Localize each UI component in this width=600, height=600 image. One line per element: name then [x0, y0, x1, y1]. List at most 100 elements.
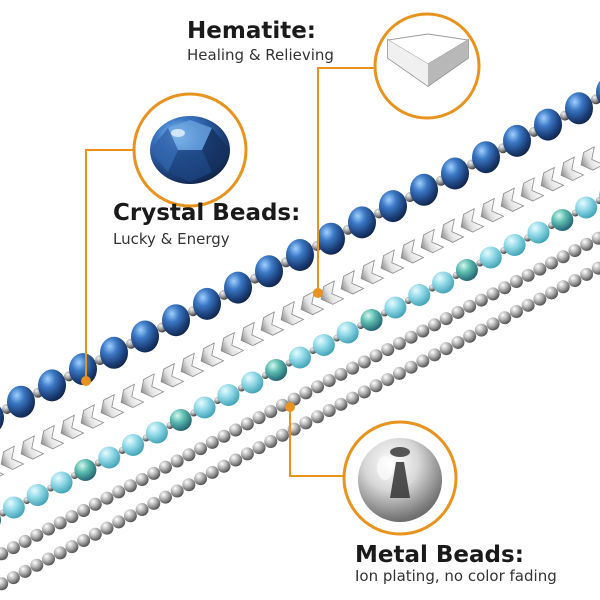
metal-bead — [416, 354, 430, 368]
metal-bead — [0, 547, 9, 561]
metal-bead — [112, 485, 126, 499]
metal-bead — [88, 497, 102, 511]
metal-bead — [65, 540, 79, 554]
aqua-bead — [312, 334, 335, 356]
metal-bead — [439, 312, 453, 326]
hematite-bead — [480, 197, 505, 223]
aqua-bead — [241, 371, 264, 394]
metal-bead — [369, 349, 383, 363]
metal-bead — [6, 571, 20, 585]
crystal-bead — [317, 222, 345, 255]
hematite-bead — [80, 404, 105, 429]
metal-bead — [18, 564, 32, 578]
crystal-bead — [534, 108, 562, 141]
metal-bead — [474, 323, 488, 337]
metal-bead — [322, 404, 336, 418]
hematite-bead — [140, 373, 165, 398]
metal-bead — [428, 318, 442, 332]
metal-bead — [568, 244, 582, 258]
metal-bead — [229, 423, 243, 437]
metal-bead — [275, 428, 289, 442]
crystal-bead — [193, 287, 221, 320]
metal-bead-icon — [358, 438, 442, 522]
metal-bead — [357, 385, 371, 399]
metal-bead — [463, 329, 477, 343]
metal-bead — [451, 305, 465, 319]
metal-bead — [346, 361, 360, 375]
crystal-bead — [224, 271, 252, 304]
metal-bead — [158, 490, 172, 504]
metal-bead — [252, 411, 266, 425]
crystal-bead — [131, 320, 159, 353]
hematite-strand — [0, 137, 600, 481]
metal-bead — [194, 442, 208, 456]
hematite-subtitle: Healing & Relieving — [187, 46, 334, 64]
metal-bead — [545, 256, 559, 270]
metal-bead — [533, 262, 547, 276]
aqua-bead — [2, 496, 25, 519]
aqua-bead — [74, 459, 97, 481]
metal-bead — [229, 453, 243, 467]
crystal-bead — [441, 157, 469, 190]
metal-callout — [342, 420, 458, 536]
metal-bead — [311, 410, 325, 424]
metal-bead — [404, 330, 418, 344]
metal-bead — [580, 267, 594, 281]
aqua-bead — [575, 196, 598, 219]
spacer-bead — [595, 197, 600, 204]
metal-bead — [30, 558, 44, 572]
aqua-bead — [432, 271, 455, 294]
metal-bead — [299, 386, 313, 400]
metal-bead — [357, 355, 371, 369]
aqua-bead — [122, 434, 145, 456]
metal-bead — [65, 510, 79, 524]
crystal-bead-icon — [150, 116, 230, 184]
metal-bead — [240, 447, 254, 461]
metal-bead — [18, 534, 32, 548]
hematite-bead — [60, 414, 85, 439]
hematite-bead — [120, 383, 145, 408]
metal-title: Metal Beads: — [355, 542, 524, 568]
metal-bead — [392, 366, 406, 380]
metal-bead — [416, 324, 430, 338]
metal-strand-b — [0, 261, 600, 591]
crystal-bead — [162, 304, 190, 337]
hematite-bead — [180, 352, 205, 378]
aqua-bead — [551, 209, 574, 231]
metal-bead — [135, 503, 149, 517]
metal-bead — [322, 374, 336, 388]
crystal-title: Crystal Beads: — [113, 200, 301, 226]
metal-bead — [182, 448, 196, 462]
metal-bead — [147, 496, 161, 510]
crystal-bead — [286, 239, 314, 271]
metal-bead — [100, 491, 114, 505]
callout-lines — [85, 67, 380, 477]
crystal-bead — [503, 124, 531, 157]
metal-bead — [334, 367, 348, 381]
crystal-bead — [0, 406, 4, 430]
metal-bead — [252, 441, 266, 455]
crystal-bead — [348, 206, 376, 239]
metal-bead — [170, 454, 184, 468]
metal-bead — [170, 484, 184, 498]
metal-bead — [392, 336, 406, 350]
metal-bead — [428, 348, 442, 362]
hematite-callout-dot — [313, 288, 323, 298]
crystal-callout-line — [85, 149, 140, 378]
metal-bead — [463, 299, 477, 313]
hematite-bead — [460, 208, 485, 233]
metal-bead — [112, 515, 126, 529]
hematite-bead — [420, 228, 445, 254]
metal-bead — [205, 435, 219, 449]
crystal-bead — [7, 385, 35, 418]
metal-bead — [77, 503, 91, 517]
hematite-callout-line — [317, 67, 380, 292]
hematite-bead — [340, 269, 365, 295]
hematite-bead — [597, 137, 600, 164]
metal-bead — [381, 373, 395, 387]
hematite-callout — [373, 12, 481, 120]
metal-bead — [545, 286, 559, 300]
metal-bead — [451, 335, 465, 349]
metal-bead — [498, 281, 512, 295]
metal-bead — [217, 429, 231, 443]
